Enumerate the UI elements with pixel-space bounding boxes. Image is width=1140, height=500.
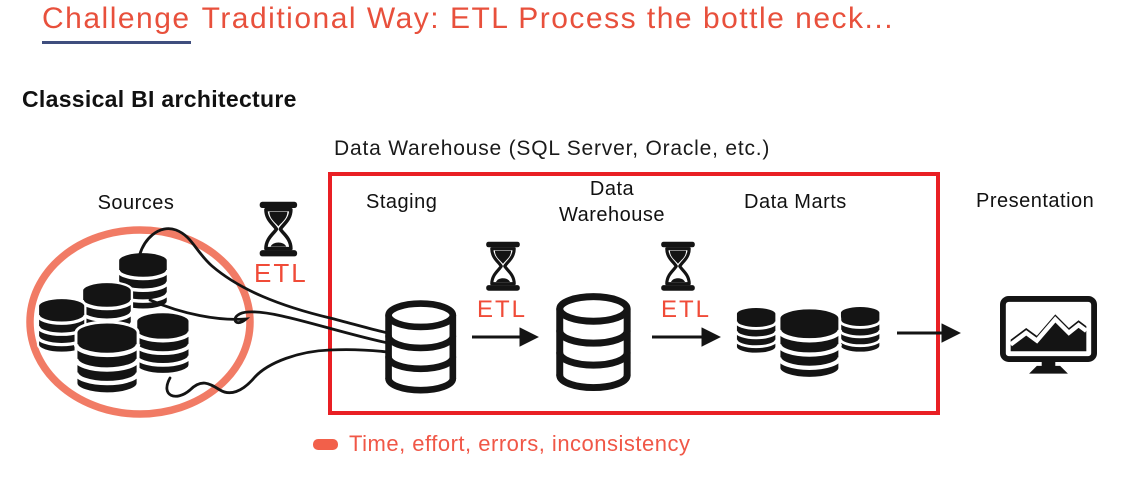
etl-label-1: ETL (254, 258, 308, 288)
database-stack-icon (80, 280, 134, 342)
data-warehouse-label: Data Warehouse (558, 178, 666, 226)
title-rest: Traditional Way: ETL Process the bottle … (201, 2, 895, 35)
database-stack-icon (36, 296, 88, 355)
legend-text: Time, effort, errors, inconsistency (349, 431, 691, 456)
title-underlined-word: Challenge (42, 2, 191, 44)
database-stack-icon (134, 310, 192, 377)
etl-label-3: ETL (661, 296, 712, 323)
etl-label-2: ETL (477, 296, 528, 323)
staging-label: Staging (366, 191, 438, 213)
database-stack-icon (76, 322, 138, 394)
hourglass-icon (257, 200, 299, 259)
dash-marker (313, 438, 338, 450)
sources-database-cluster (36, 250, 192, 394)
warehouse-caption: Data Warehouse (SQL Server, Oracle, etc.… (334, 137, 771, 160)
data-marts-label: Data Marts (744, 191, 847, 213)
page-title: Challenge Traditional Way: ETL Process th… (42, 2, 894, 44)
presentation-label: Presentation (976, 190, 1095, 212)
legend: Time, effort, errors, inconsistency (313, 431, 691, 457)
dashboard-monitor-icon (1003, 299, 1094, 374)
section-heading: Classical BI architecture (22, 86, 297, 112)
sources-label: Sources (97, 192, 175, 214)
database-stack-icon (116, 250, 170, 312)
sources-highlight-circle (26, 226, 254, 418)
